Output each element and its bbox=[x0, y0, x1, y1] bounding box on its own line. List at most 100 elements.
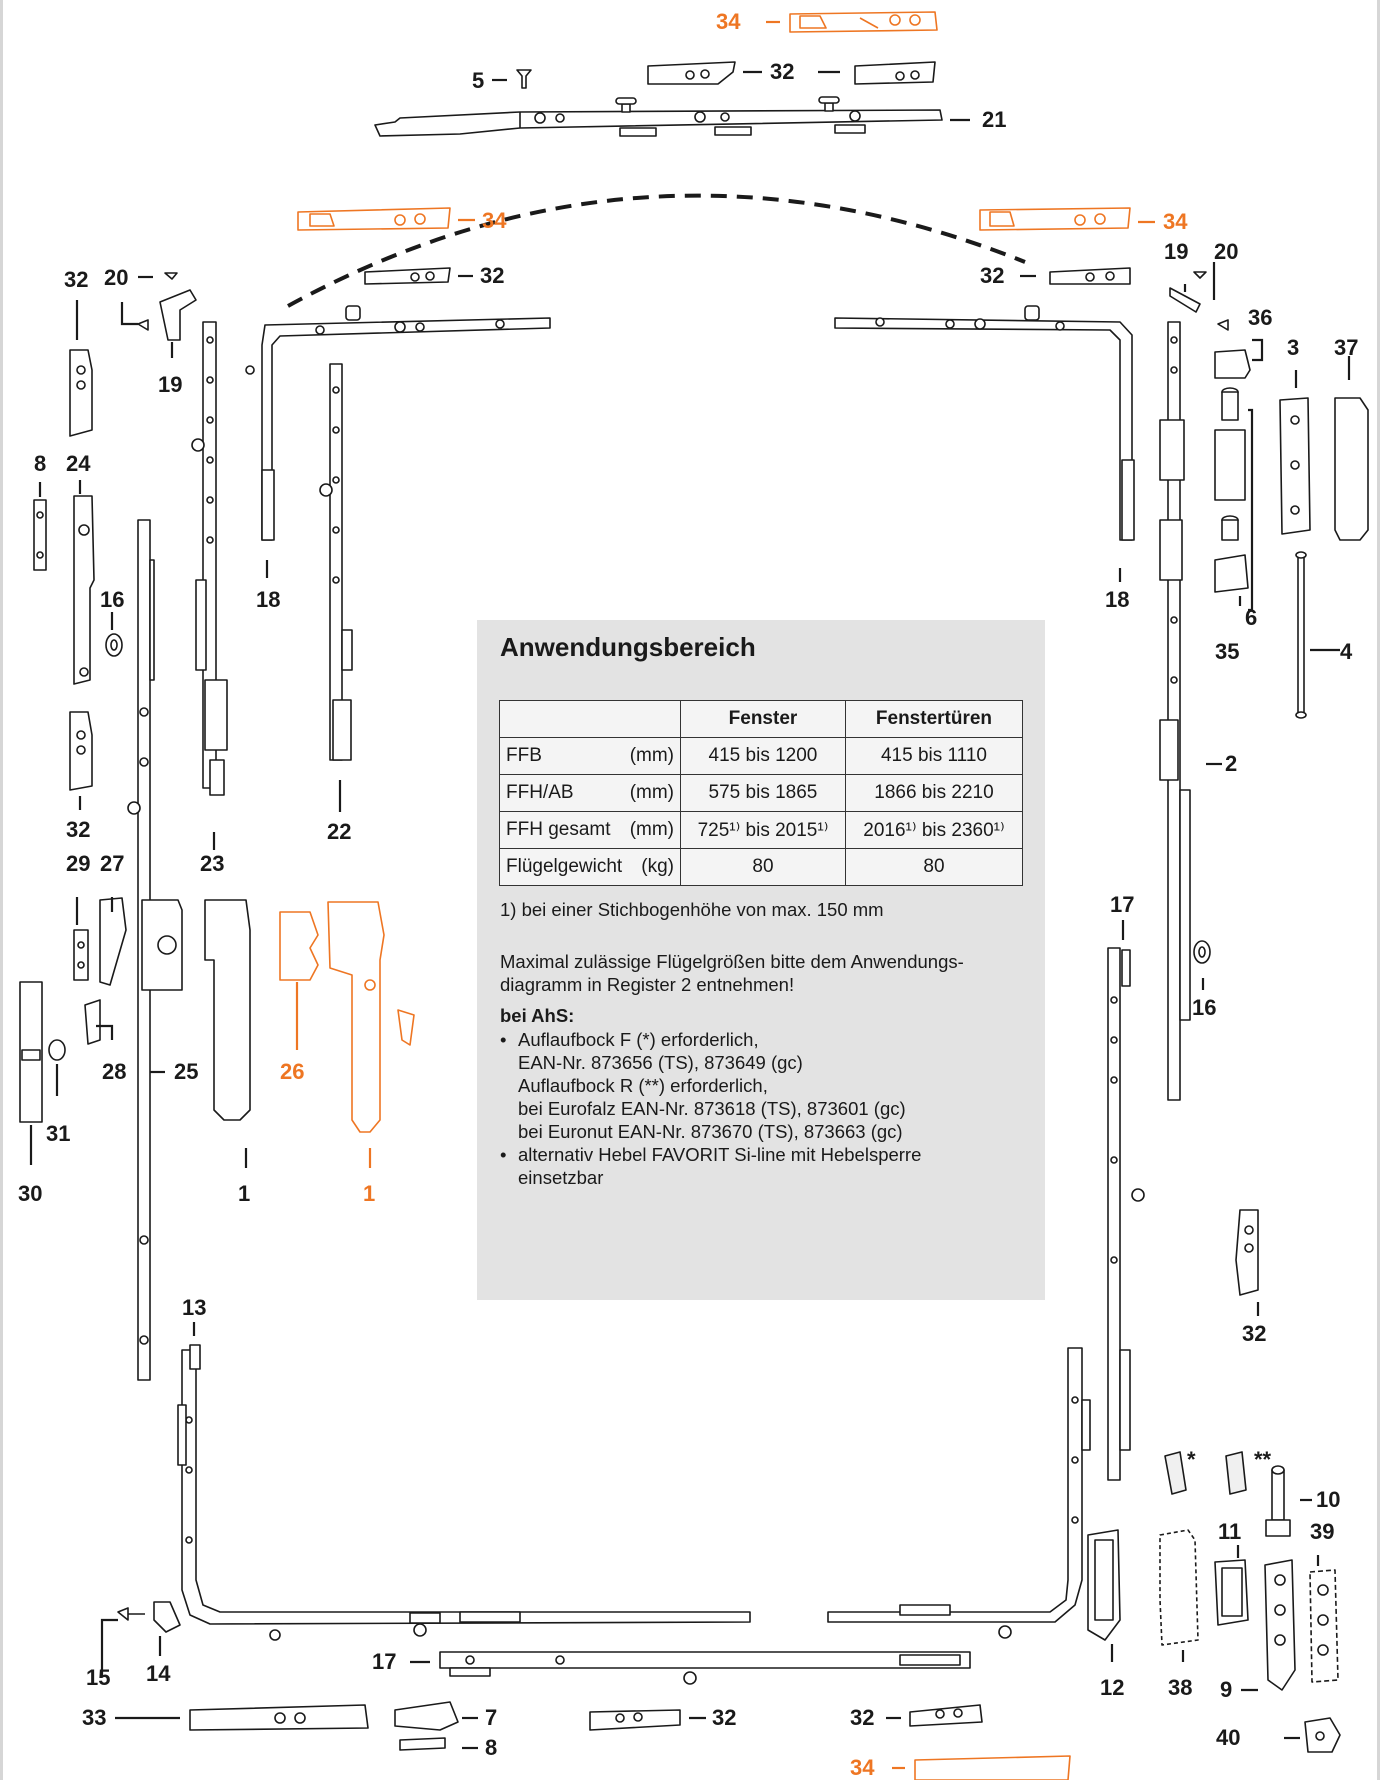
label-17: 17 bbox=[1110, 892, 1135, 917]
row-unit: (mm) bbox=[629, 819, 674, 840]
label-22: 22 bbox=[327, 819, 352, 844]
footnote: 1) bei einer Stichbogenhöhe von max. 150… bbox=[500, 899, 884, 920]
part-34-left bbox=[297, 207, 451, 231]
label-18: 18 bbox=[256, 587, 281, 612]
table-row: FFH/AB(mm) 575 bis 1865 1866 bis 2210 bbox=[499, 774, 1024, 812]
row-unit: (mm) bbox=[629, 782, 674, 803]
label-25: 25 bbox=[174, 1059, 199, 1084]
table-header-row: Fenster Fenstertüren bbox=[499, 700, 1024, 738]
part-33 bbox=[189, 1704, 369, 1731]
label-13: 13 bbox=[182, 1295, 207, 1320]
part-17-bottom-rail bbox=[439, 1651, 971, 1685]
label-8: 8 bbox=[34, 451, 47, 476]
label-12: 12 bbox=[1100, 1675, 1125, 1700]
label-34: 34 bbox=[716, 9, 741, 34]
label-10: 10 bbox=[1316, 1487, 1341, 1512]
row-label: FFB bbox=[506, 745, 542, 766]
part-18-left-corner bbox=[245, 305, 551, 541]
label-40: 40 bbox=[1216, 1725, 1241, 1750]
row-unit: (kg) bbox=[641, 856, 674, 877]
label-39: 39 bbox=[1310, 1519, 1335, 1544]
part-32-arc-right bbox=[1049, 267, 1131, 285]
part-32-bottom-right bbox=[909, 1704, 983, 1727]
label-11: 11 bbox=[1218, 1519, 1242, 1544]
label-38: 38 bbox=[1168, 1675, 1193, 1700]
table-cell: FFB(mm) bbox=[499, 737, 681, 775]
part-6-stack bbox=[1214, 387, 1246, 541]
part-8-bottom bbox=[399, 1737, 446, 1751]
label-double-star: ** bbox=[1254, 1447, 1272, 1472]
part-34-bottom bbox=[914, 1755, 1071, 1780]
label-32: 32 bbox=[712, 1705, 737, 1730]
table-row: FFB(mm) 415 bis 1200 415 bis 1110 bbox=[499, 737, 1024, 775]
table-header: Fenstertüren bbox=[844, 700, 1024, 738]
label-7: 7 bbox=[485, 1705, 498, 1730]
part-15-screw bbox=[117, 1607, 145, 1621]
table-header: Fenster bbox=[680, 700, 846, 738]
gear-box bbox=[141, 899, 183, 991]
table-cell: 415 bis 1110 bbox=[844, 737, 1024, 775]
label-21: 21 bbox=[982, 107, 1007, 132]
label-1: 1 bbox=[238, 1181, 251, 1206]
part-32-left-a bbox=[69, 349, 93, 437]
list-line: alternativ Hebel FAVORIT Si-line mit Heb… bbox=[518, 1144, 922, 1165]
label-1: 1 bbox=[363, 1181, 376, 1206]
label-29: 29 bbox=[66, 851, 91, 876]
part-9-plate bbox=[1264, 1559, 1296, 1691]
label-26: 26 bbox=[280, 1059, 305, 1084]
part-23 bbox=[191, 321, 228, 796]
label-2: 2 bbox=[1225, 751, 1238, 776]
label-32: 32 bbox=[480, 263, 505, 288]
ahs-list: Auflaufbock F (*) erforderlich, EAN-Nr. … bbox=[500, 1028, 1030, 1189]
row-label: FFH/AB bbox=[506, 782, 574, 803]
label-20: 20 bbox=[104, 265, 129, 290]
part-7 bbox=[394, 1701, 459, 1731]
label-34: 34 bbox=[850, 1755, 875, 1780]
label-28: 28 bbox=[102, 1059, 127, 1084]
part-39-plate bbox=[1309, 1569, 1339, 1683]
table-cell: Flügelgewicht (kg) bbox=[499, 848, 681, 886]
label-37: 37 bbox=[1334, 335, 1359, 360]
label-32: 32 bbox=[850, 1705, 875, 1730]
label-34: 34 bbox=[1163, 209, 1188, 234]
list-line: bei Euronut EAN-Nr. 873670 (TS), 873663 … bbox=[518, 1121, 903, 1142]
list-line: Auflaufbock F (*) erforderlich, bbox=[518, 1029, 759, 1050]
part-12-hinge bbox=[1087, 1529, 1121, 1641]
table-row: FFH gesamt(mm) 725¹⁾ bis 2015¹⁾ 2016¹⁾ b… bbox=[499, 811, 1024, 849]
label-18: 18 bbox=[1105, 587, 1130, 612]
note-line: Maximal zulässige Flügelgrößen bitte dem… bbox=[500, 951, 964, 972]
part-38-cover bbox=[1159, 1529, 1199, 1646]
ahs-title: bei AhS: bbox=[500, 1005, 575, 1026]
part-37-cover bbox=[1334, 397, 1369, 541]
row-label: Flügelgewicht bbox=[506, 856, 623, 877]
label-34: 34 bbox=[482, 208, 507, 233]
part-star-b bbox=[1225, 1451, 1247, 1495]
label-3: 3 bbox=[1287, 335, 1300, 360]
list-item: Auflaufbock F (*) erforderlich, EAN-Nr. … bbox=[500, 1028, 1030, 1143]
part-32-top-right bbox=[854, 61, 936, 85]
label-6: 6 bbox=[1245, 605, 1258, 630]
label-32: 32 bbox=[770, 59, 795, 84]
part-32-arc-left bbox=[364, 267, 451, 285]
label-16: 16 bbox=[100, 587, 125, 612]
part-19-left-bracket bbox=[159, 289, 197, 341]
label-17: 17 bbox=[372, 1649, 397, 1674]
label-32: 32 bbox=[66, 817, 91, 842]
part-5-screw bbox=[516, 69, 532, 89]
table-cell: FFH gesamt (mm) bbox=[499, 811, 681, 849]
label-32: 32 bbox=[1242, 1321, 1267, 1346]
label-20: 20 bbox=[1214, 239, 1239, 264]
row-label: FFH gesamt bbox=[506, 819, 611, 840]
part-29 bbox=[73, 929, 89, 981]
part-32-right bbox=[1235, 1209, 1259, 1296]
table-row: Flügelgewicht(kg) 80 80 bbox=[499, 848, 1024, 886]
part-17-right-rail bbox=[1107, 947, 1145, 1481]
part-star-a bbox=[1164, 1451, 1187, 1495]
list-item: alternativ Hebel FAVORIT Si-line mit Heb… bbox=[500, 1143, 1030, 1189]
table-cell: 415 bis 1200 bbox=[680, 737, 846, 775]
part-32-top-left bbox=[647, 61, 736, 85]
part-24 bbox=[73, 495, 95, 685]
list-line: bei Eurofalz EAN-Nr. 873618 (TS), 873601… bbox=[518, 1098, 906, 1119]
part-31 bbox=[48, 1039, 66, 1061]
